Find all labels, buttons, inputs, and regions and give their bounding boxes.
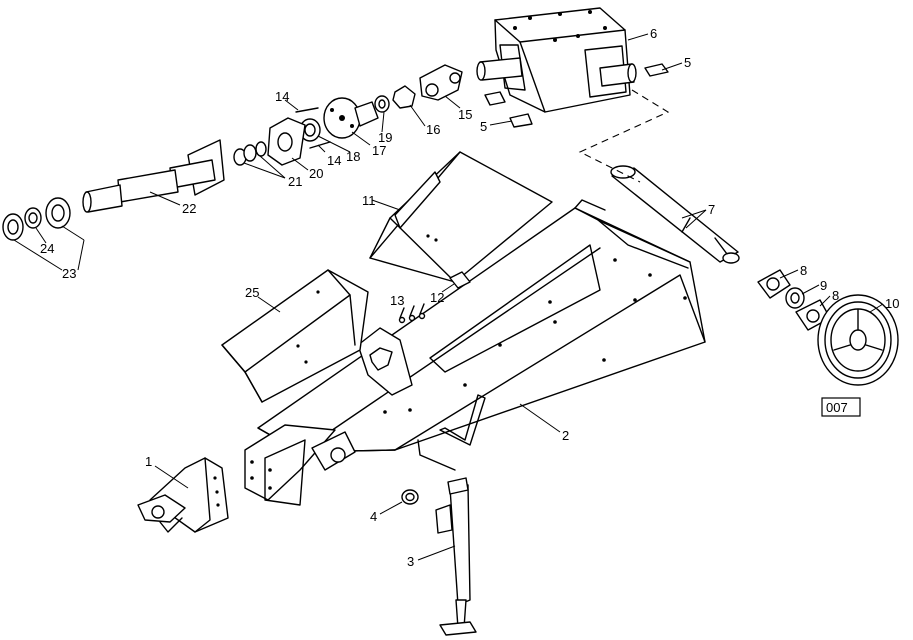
callout-5-middle: 5 — [480, 119, 487, 134]
dashed-connection-lines — [578, 89, 670, 183]
callout-2: 2 — [562, 428, 569, 443]
nut-part — [401, 489, 419, 505]
shield-part-11 — [369, 151, 553, 283]
callout-15: 15 — [458, 107, 472, 122]
callout-1: 1 — [145, 454, 152, 469]
rings-part-21 — [233, 141, 267, 166]
callout-14-lower: 14 — [327, 153, 341, 168]
callout-17: 17 — [372, 143, 386, 158]
trailer-frame — [257, 199, 706, 453]
callout-4: 4 — [370, 509, 377, 524]
gearbox — [476, 7, 637, 113]
shaft-part-22 — [82, 139, 225, 213]
cross-part-16 — [392, 85, 416, 109]
callout-8-upper: 8 — [800, 263, 807, 278]
callout-5-top: 5 — [684, 55, 691, 70]
callout-19: 19 — [378, 130, 392, 145]
callout-labels: 1 2 3 4 5 5 6 7 8 8 9 10 11 12 13 14 14 … — [40, 26, 899, 569]
callout-16: 16 — [426, 122, 440, 137]
bearing-flange-part-8a — [757, 269, 791, 299]
leader-lines — [13, 33, 884, 561]
jack-stand — [435, 477, 477, 636]
frame-star-plate — [357, 327, 413, 396]
flange-part-17 — [323, 97, 379, 139]
bearing-part-9 — [785, 287, 805, 309]
callout-25: 25 — [245, 285, 259, 300]
diagram-code-box: 007 — [821, 397, 861, 417]
callout-22: 22 — [182, 201, 196, 216]
callout-18: 18 — [346, 149, 360, 164]
callout-9: 9 — [820, 278, 827, 293]
callout-20: 20 — [309, 166, 323, 181]
hitch-assembly — [137, 457, 229, 533]
diagram-code: 007 — [826, 400, 848, 415]
callout-8-lower: 8 — [832, 288, 839, 303]
callout-7: 7 — [708, 202, 715, 217]
callout-11: 11 — [362, 193, 376, 208]
callout-23: 23 — [62, 266, 76, 281]
callout-24: 24 — [40, 241, 54, 256]
guard-part-25 — [221, 269, 369, 403]
washer-part-19 — [374, 95, 390, 113]
callout-13: 13 — [390, 293, 404, 308]
callout-3: 3 — [407, 554, 414, 569]
pulley-part-10 — [817, 294, 899, 386]
yoke-part-15 — [419, 64, 463, 101]
bolt-part-14 — [295, 107, 331, 149]
bearing-block-part-20 — [267, 117, 306, 166]
bolts-part-13 — [398, 303, 426, 324]
callout-10: 10 — [885, 296, 899, 311]
callout-12: 12 — [430, 290, 444, 305]
callout-14-upper: 14 — [275, 89, 289, 104]
drive-shaft-part-7 — [610, 165, 740, 264]
clip-top-right — [644, 63, 669, 77]
clip-middle — [484, 91, 533, 128]
callout-6: 6 — [650, 26, 657, 41]
frame-hitch-bracket — [244, 424, 356, 506]
callout-21: 21 — [288, 174, 302, 189]
jack-handle — [417, 394, 486, 471]
washer-set-parts-23-24 — [2, 197, 71, 241]
clip-part-12 — [449, 271, 471, 289]
